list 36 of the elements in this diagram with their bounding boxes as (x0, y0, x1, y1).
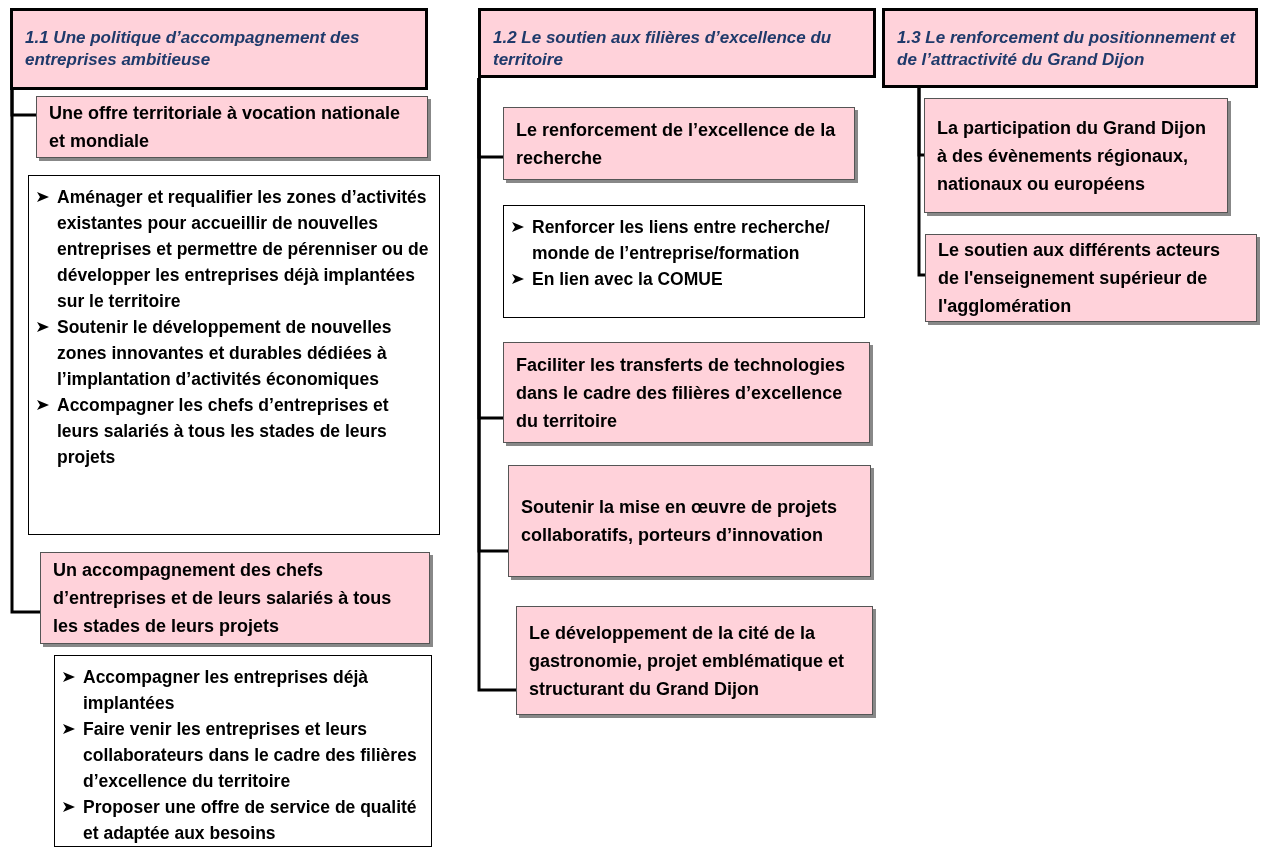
topic-text: Faciliter les transferts de technologies dans le cadre des filières d’excellence du territoire (516, 353, 847, 433)
bullet-list-box (28, 175, 440, 535)
topic-box (516, 606, 873, 715)
bullet-text: Proposer une offre de service de qualité et adaptée aux besoins (83, 796, 418, 845)
bullet-list-box (54, 655, 432, 847)
header-text: 1.1 Une politique d’accompagnement des entreprises ambitieuse (25, 27, 361, 71)
bullet-text: Accompagner les entreprises déjà implantées (83, 666, 369, 715)
topic-text: Le développement de la cité de la gastronomie, projet emblématique et structurant du Grand Dijon (529, 621, 846, 701)
topic-box (503, 342, 870, 443)
topic-box (40, 552, 430, 644)
topic-box (508, 465, 871, 577)
header-box (10, 8, 428, 90)
topic-text: La participation du Grand Dijon à des évènements régionaux, nationaux ou européens (937, 116, 1207, 196)
topic-box (36, 96, 428, 158)
header-box (478, 8, 876, 78)
bullet-text: Renforcer les liens entre recherche/ monde de l’entreprise/formation (532, 216, 831, 265)
topic-text: Le soutien aux différents acteurs de l'enseignement supérieur de l'agglomération (938, 239, 1222, 318)
bullet-text: Faire venir les entreprises et leurs collaborateurs dans le cadre des filières d’excellence du territoire (83, 718, 418, 793)
connector-line (10, 90, 40, 614)
topic-text: Soutenir la mise en œuvre de projets collaboratifs, porteurs d’innovation (521, 496, 839, 547)
bullet-text: Accompagner les chefs d’entreprises et leurs salariés à tous les stades de leurs projets (57, 394, 390, 469)
header-text: 1.2 Le soutien aux filières d’excellence du territoire (493, 27, 833, 71)
header-box (882, 8, 1258, 88)
connector-line (917, 88, 925, 277)
header-text: 1.3 Le renforcement du positionnement et de l’attractivité du Grand Dijon (897, 27, 1237, 71)
topic-text: Un accompagnement des chefs d’entreprises et de leurs salariés à tous les stades de leurs projets (53, 559, 393, 638)
topic-text: Le renforcement de l’excellence de la recherche (516, 118, 837, 170)
bullet-list-box (503, 205, 865, 318)
topic-box (924, 98, 1228, 213)
topic-box (503, 107, 855, 180)
bullet-text: Aménager et requalifier les zones d’activités existantes pour accueillir de nouvelles entreprises et permettre de pérenniser ou de développer les entreprises déjà implantées sur le territoire (57, 186, 430, 313)
bullet-text: Soutenir le développement de nouvelles zones innovantes et durables dédiées à l’implantation d’activités économiques (57, 316, 393, 391)
connector-line (477, 78, 516, 692)
topic-box (925, 234, 1257, 322)
bullet-text: En lien avec la COMUE (532, 268, 723, 291)
topic-text: Une offre territoriale à vocation nationale et mondiale (49, 102, 402, 153)
